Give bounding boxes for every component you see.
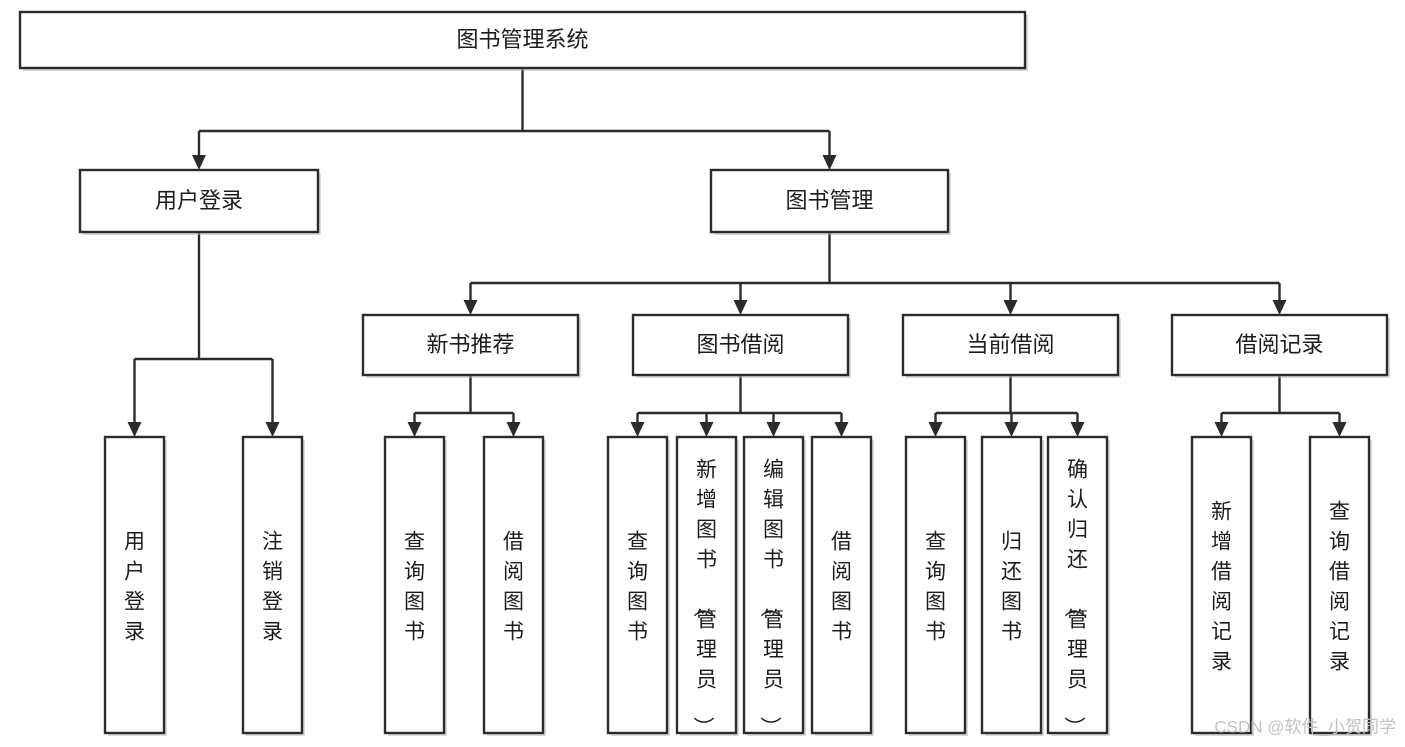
node-leaf-user-login[interactable]: 用户登录 — [103, 435, 167, 736]
node-leaf-edit-book[interactable]: 编辑图书（管理员） — [742, 435, 806, 737]
node-label: 图书借阅 — [696, 332, 784, 357]
node-new-book-recommend[interactable]: 新书推荐 — [361, 313, 581, 378]
node-leaf-query-book-current[interactable]: 查询图书 — [904, 435, 968, 736]
node-label: 新增图书（管理员） — [691, 458, 717, 737]
arrow-head-icon — [699, 422, 714, 437]
node-label: 确认归还（管理员） — [1062, 458, 1088, 737]
arrow-head-icon — [822, 155, 837, 170]
node-layer: 图书管理系统用户登录图书管理新书推荐图书借阅当前借阅借阅记录用户登录注销登录查询… — [18, 10, 1390, 737]
node-label: 查询图书 — [627, 530, 648, 643]
node-label: 查询图书 — [925, 530, 946, 643]
arrow-head-icon — [192, 155, 206, 170]
node-leaf-confirm-return[interactable]: 确认归还（管理员） — [1046, 435, 1110, 737]
arrow-head-icon — [407, 422, 422, 437]
node-label: 图书管理 — [785, 188, 873, 213]
arrow-head-icon — [1332, 422, 1347, 437]
node-leaf-add-book[interactable]: 新增图书（管理员） — [675, 435, 739, 737]
node-box[interactable] — [241, 435, 304, 735]
node-label: 查询借阅记录 — [1329, 500, 1350, 673]
node-leaf-query-book-recommend[interactable]: 查询图书 — [383, 435, 447, 736]
node-label: 新书推荐 — [426, 332, 514, 357]
node-label: 归还图书 — [1001, 530, 1022, 643]
arrow-head-icon — [766, 422, 781, 437]
node-box[interactable] — [1170, 313, 1389, 377]
arrow-head-icon — [928, 422, 943, 437]
node-user-login[interactable]: 用户登录 — [78, 168, 321, 235]
node-label: 借阅图书 — [503, 530, 524, 643]
node-label: 借阅记录 — [1235, 332, 1323, 357]
arrow-head-icon — [1070, 422, 1085, 437]
node-label: 新增借阅记录 — [1211, 500, 1232, 673]
connector-group-book-borrow — [630, 375, 849, 437]
connector-group-book-management — [463, 232, 1287, 315]
node-box[interactable] — [606, 435, 669, 735]
node-leaf-borrow-book[interactable]: 借阅图书 — [810, 435, 874, 736]
node-box[interactable] — [901, 313, 1120, 377]
node-leaf-return-book[interactable]: 归还图书 — [980, 435, 1044, 736]
node-box[interactable] — [675, 435, 738, 735]
node-leaf-query-record[interactable]: 查询借阅记录 — [1308, 435, 1372, 736]
node-box[interactable] — [1190, 435, 1253, 735]
node-box[interactable] — [709, 168, 950, 234]
node-label: 查询图书 — [404, 530, 425, 643]
node-label: 编辑图书（管理员） — [758, 458, 784, 737]
arrow-head-icon — [1214, 422, 1229, 437]
node-leaf-borrow-book-recommend[interactable]: 借阅图书 — [482, 435, 546, 736]
node-box[interactable] — [18, 10, 1027, 70]
node-box[interactable] — [1308, 435, 1371, 735]
node-box[interactable] — [383, 435, 446, 735]
connector-layer — [127, 68, 1347, 437]
arrow-head-icon — [463, 300, 478, 315]
node-root[interactable]: 图书管理系统 — [18, 10, 1028, 71]
node-leaf-logout[interactable]: 注销登录 — [241, 435, 305, 736]
connector-group-borrow-records — [1214, 375, 1347, 437]
node-box[interactable] — [103, 435, 166, 735]
node-label: 注销登录 — [262, 530, 283, 643]
node-leaf-query-book[interactable]: 查询图书 — [606, 435, 670, 736]
node-label: 用户登录 — [124, 530, 145, 643]
node-box[interactable] — [631, 313, 850, 377]
arrow-head-icon — [127, 422, 142, 437]
node-label: 当前借阅 — [966, 332, 1054, 357]
watermark-label: CSDN @软件_小贺同学 — [1214, 717, 1396, 736]
connector-group-current-borrow — [928, 375, 1085, 437]
node-box[interactable] — [482, 435, 545, 735]
node-label: 图书管理系统 — [456, 27, 588, 52]
node-box[interactable] — [1046, 435, 1109, 735]
node-box[interactable] — [904, 435, 967, 735]
arrow-head-icon — [506, 422, 521, 437]
node-box[interactable] — [810, 435, 873, 735]
node-borrow-records[interactable]: 借阅记录 — [1170, 313, 1390, 378]
arrow-head-icon — [630, 422, 645, 437]
node-leaf-add-record[interactable]: 新增借阅记录 — [1190, 435, 1254, 736]
connector-group-new-book-recommend — [407, 375, 521, 437]
node-box[interactable] — [980, 435, 1043, 735]
node-box[interactable] — [78, 168, 320, 234]
node-box[interactable] — [361, 313, 580, 377]
arrow-head-icon — [1272, 300, 1287, 315]
node-book-management[interactable]: 图书管理 — [709, 168, 951, 235]
node-current-borrow[interactable]: 当前借阅 — [901, 313, 1121, 378]
arrow-head-icon — [834, 422, 849, 437]
arrow-head-icon — [265, 422, 280, 437]
arrow-head-icon — [733, 300, 748, 315]
node-box[interactable] — [742, 435, 805, 735]
connector-group-user-login — [127, 232, 280, 437]
node-book-borrow[interactable]: 图书借阅 — [631, 313, 851, 378]
node-label: 用户登录 — [155, 188, 243, 213]
node-label: 借阅图书 — [831, 530, 852, 643]
arrow-head-icon — [1004, 422, 1019, 437]
arrow-head-icon — [1003, 300, 1018, 315]
connector-group-root — [192, 68, 837, 170]
